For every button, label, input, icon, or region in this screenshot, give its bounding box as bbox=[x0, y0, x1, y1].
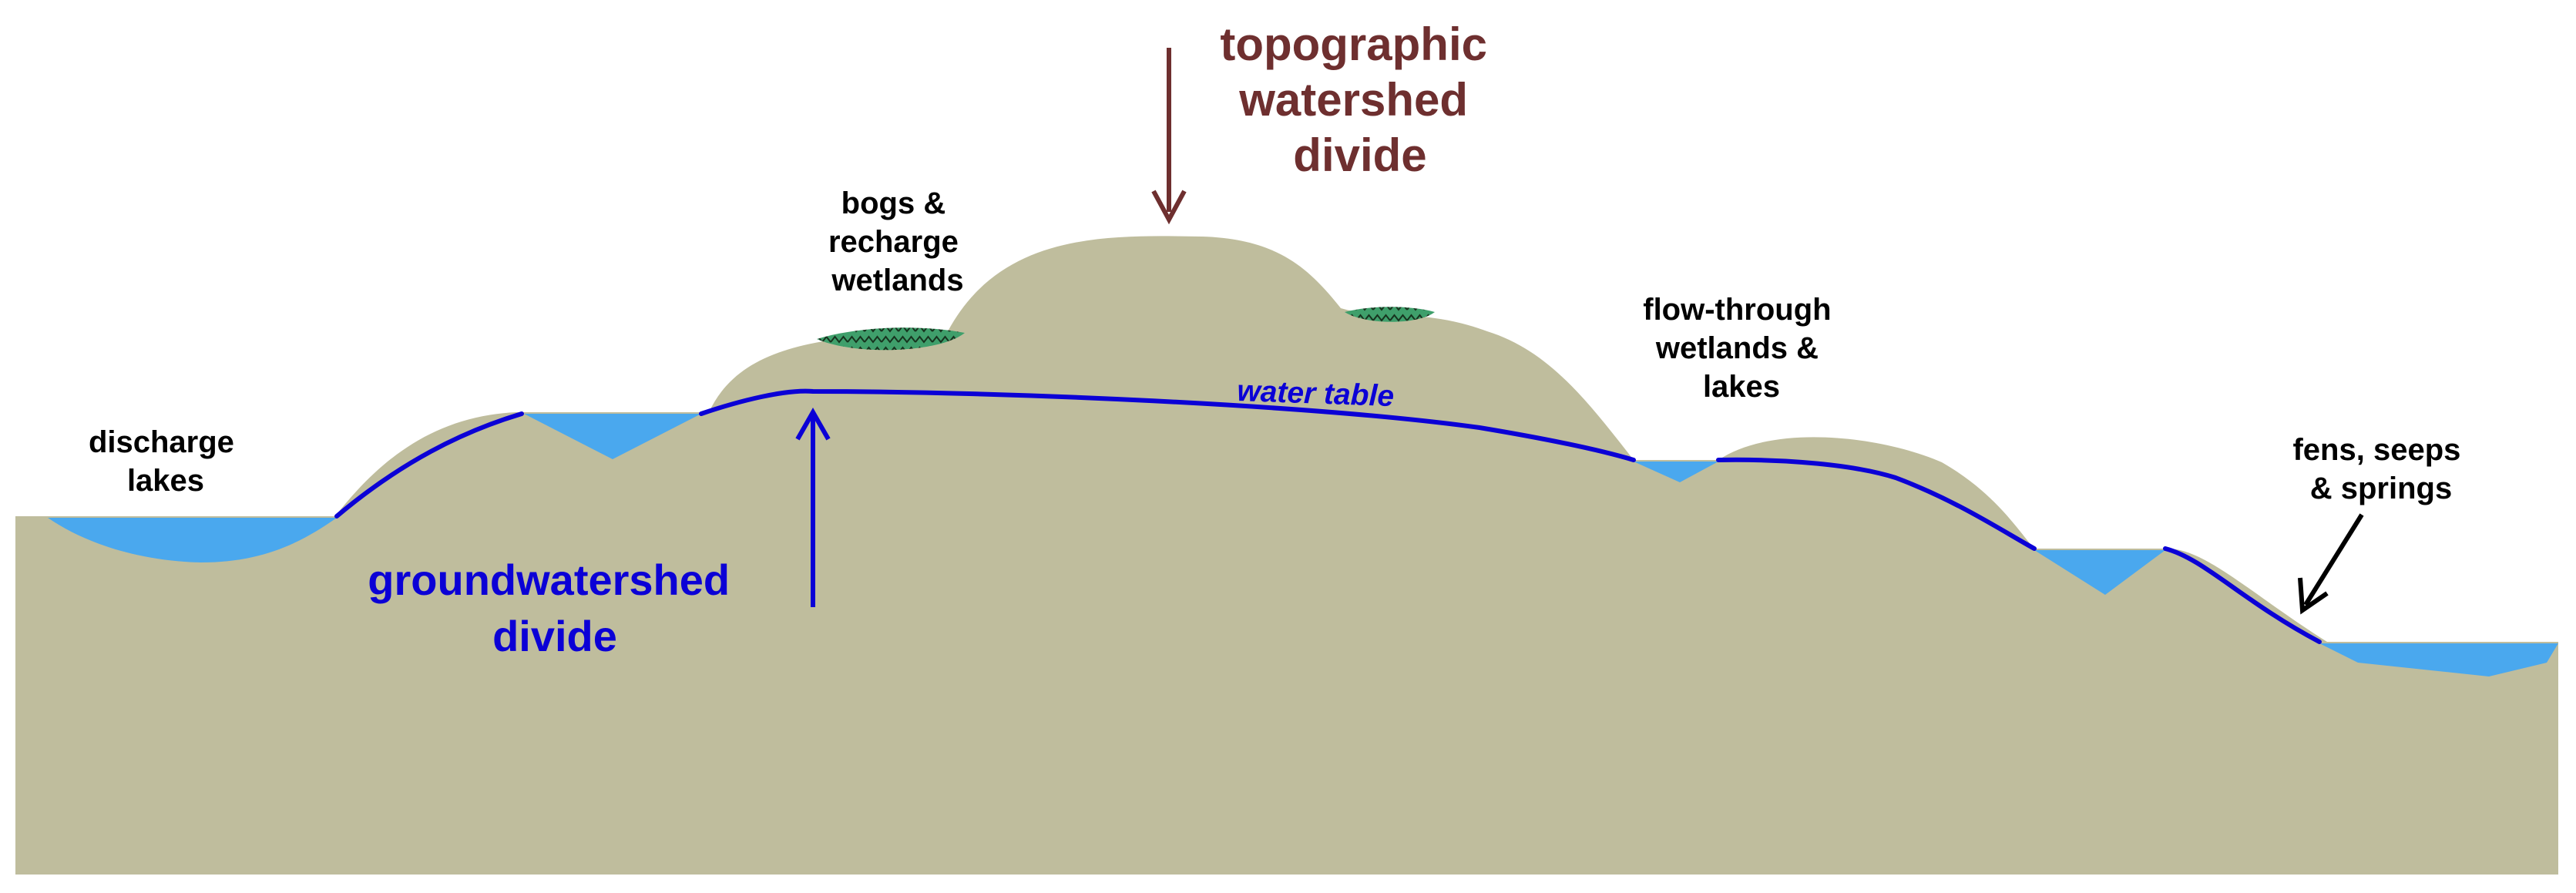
topographic-divide-arrow bbox=[1151, 48, 1187, 225]
bogs-label-line3: wetlands bbox=[831, 264, 963, 297]
groundwatershed-divide-label: groundwatershed divide bbox=[368, 556, 741, 660]
flow-through-label-line3: lakes bbox=[1703, 370, 1780, 404]
topographic-divide-label-line1: topographic bbox=[1220, 18, 1487, 70]
flow-through-lake-water bbox=[1634, 462, 1718, 482]
fens-label-line2: & springs bbox=[2310, 472, 2452, 505]
discharge-label-line2: lakes bbox=[127, 464, 204, 498]
water-table-label: water table bbox=[1237, 374, 1395, 413]
flow-through-label-line1: flow-through bbox=[1643, 293, 1831, 327]
flow-through-label: flow-through wetlands & lakes bbox=[1643, 293, 1839, 404]
lower-lake-water bbox=[2034, 550, 2165, 595]
groundwatershed-divide-label-line2: divide bbox=[492, 612, 617, 660]
upland-pond-water bbox=[524, 414, 701, 459]
water-table-line bbox=[334, 388, 2322, 644]
groundwatershed-divide-label-line1: groundwatershed bbox=[368, 556, 730, 604]
discharge-label-line1: discharge bbox=[89, 425, 234, 459]
groundwatershed-divide-arrow bbox=[795, 407, 831, 607]
discharge-lake-water bbox=[48, 518, 337, 562]
topographic-divide-label: topographic watershed divide bbox=[1220, 18, 1500, 181]
bogs-label-line2: recharge bbox=[828, 225, 959, 259]
discharge-label: discharge lakes bbox=[89, 425, 243, 498]
topographic-divide-label-line3: divide bbox=[1293, 129, 1426, 181]
bog-wetland-left bbox=[817, 327, 965, 351]
fens-label-line1: fens, seeps bbox=[2292, 433, 2460, 467]
fens-label: fens, seeps & springs bbox=[2292, 433, 2469, 505]
ground-terrain bbox=[15, 236, 2558, 875]
bogs-label-line1: bogs & bbox=[841, 186, 946, 220]
flow-through-label-line2: wetlands & bbox=[1655, 331, 1819, 365]
spring-lake-water bbox=[2319, 643, 2558, 676]
fens-arrow bbox=[2298, 513, 2364, 615]
bog-wetland-right bbox=[1345, 307, 1435, 322]
topographic-divide-label-line2: watershed bbox=[1238, 74, 1468, 126]
bogs-label: bogs & recharge wetlands bbox=[828, 186, 967, 297]
